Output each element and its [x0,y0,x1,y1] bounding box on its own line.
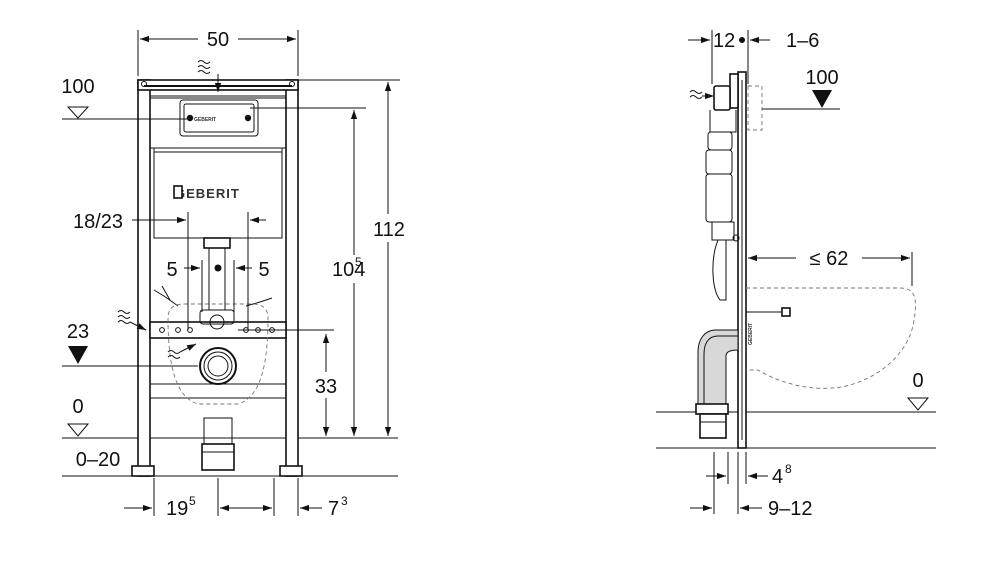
flush-plate-level-label: 100 [61,76,94,98]
dimension-offsets: 5 5 [166,259,270,312]
dimension-mount-spacing-label: 18/23 [73,211,123,233]
drain-level-label: 23 [67,321,89,343]
water-supply-icon [197,60,222,92]
dimension-top: 12 1–6 [688,30,819,84]
dimension-top-adjust-label: 1–6 [786,30,819,52]
dimension-width-label: 50 [207,29,229,51]
floor-adjust-label: 0–20 [76,449,121,471]
dimension-width: 50 [137,29,299,76]
dimension-drain-height: 33 [238,329,346,436]
dimension-feet: 19 5 7 3 [124,478,348,520]
dimension-top-depth-label: 12 [713,30,735,52]
dimension-wall-depth-label: 9–12 [768,498,813,520]
flush-plate-level-marker: 100 [762,67,840,110]
dimension-wall-gap-label: 4 [772,466,783,488]
side-floor-level-label: 0 [912,370,923,392]
side-drain-pipe [695,329,739,439]
dimension-foot-width-sup: 5 [189,494,196,508]
flush-plate-level-marker: 100 [61,76,190,120]
cistern-brand: GEBERIT [175,186,240,201]
wall-panel [729,71,747,449]
installation-frame [131,79,303,477]
dimension-inner-height: 104 5 [250,107,382,436]
floor-level-marker: 0 [66,396,90,437]
dimension-offset-left-label: 5 [166,259,177,281]
dimension-inner-height-label: 104 [332,259,365,281]
dimension-total-height-label: 112 [373,219,405,241]
side-flush-plate-level-label: 100 [805,67,838,89]
side-view: GEBERIT 12 1–6 100 [656,30,936,520]
dimension-foot-offset-label: 7 [328,498,339,520]
dimension-wall-gap-sup: 8 [785,462,792,476]
cistern: GEBERIT GEBERIT [149,97,287,330]
dimension-offset-right-label: 5 [258,259,269,281]
toilet-bowl-outline [746,287,916,389]
dimension-bottom: 4 8 9–12 [690,452,813,520]
drain-flow-icon [167,343,197,359]
svg-text:GEBERIT: GEBERIT [748,323,754,345]
floor-level-label: 0 [72,396,83,418]
dimension-inner-height-sup: 5 [355,255,362,269]
drain-pipe [199,347,237,471]
flush-plate-brand: GEBERIT [194,117,216,123]
front-view: GEBERIT GEBERIT [61,29,412,520]
dimension-foot-offset-sup: 3 [341,494,348,508]
toilet-bowl-outline [167,303,269,405]
dimension-total-height: 112 [298,79,412,436]
drain-level-marker: 23 [62,321,198,367]
floor-level-marker: 0 [906,370,930,411]
dimension-bowl-projection-label: ≤ 62 [810,248,849,270]
dimension-drain-height-label: 33 [315,376,337,398]
side-frame: GEBERIT [689,85,791,345]
water-supply-icon [117,310,147,331]
dimension-foot-width-label: 19 [166,498,188,520]
dimension-bowl-projection: ≤ 62 [748,248,913,286]
dimension-mount-spacing: 18/23 [73,211,266,330]
